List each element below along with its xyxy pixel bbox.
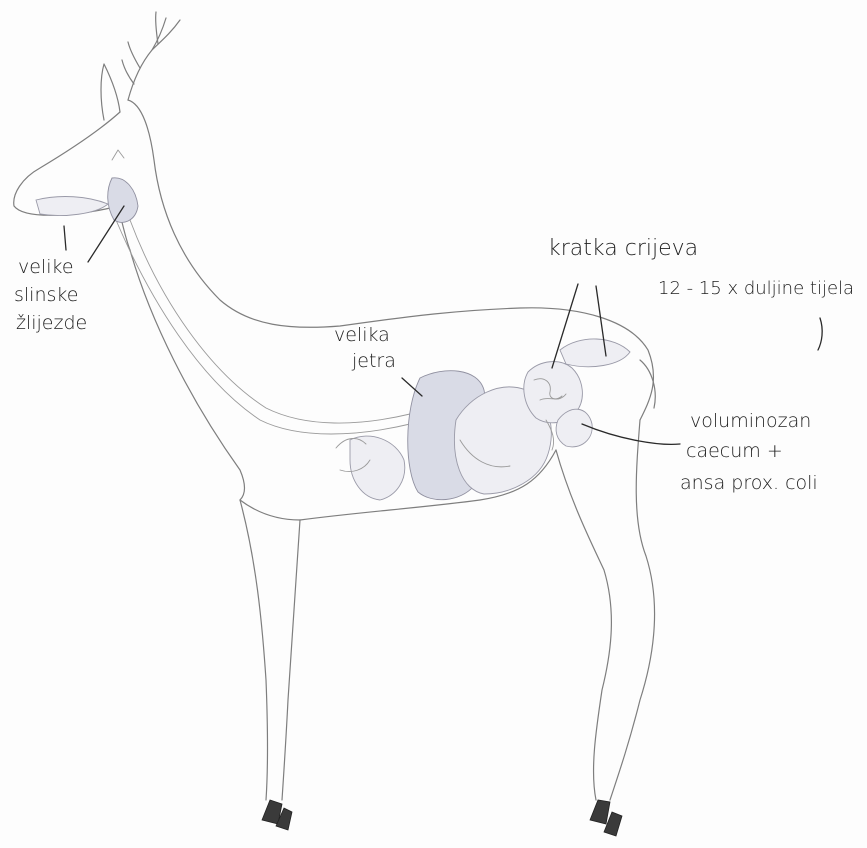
- label-salivary-glands-2: slinske: [14, 286, 78, 305]
- label-small-intestine-title: kratka crijeva: [548, 238, 698, 260]
- label-salivary-glands-1: velike: [18, 258, 74, 277]
- label-small-intestine-note: 12 - 15 x duljine tijela: [658, 280, 854, 298]
- label-salivary-glands-3: žlijezde: [16, 314, 87, 333]
- antlers: [122, 12, 180, 100]
- heart-lungs: [336, 436, 405, 500]
- label-caecum-3: ansa prox. coli: [680, 474, 818, 493]
- label-liver-2: jetra: [352, 352, 396, 371]
- hooves: [262, 800, 622, 836]
- label-caecum-2: caecum +: [686, 442, 783, 461]
- label-caecum-1: voluminozan: [690, 412, 811, 431]
- label-liver-1: velika: [334, 326, 390, 345]
